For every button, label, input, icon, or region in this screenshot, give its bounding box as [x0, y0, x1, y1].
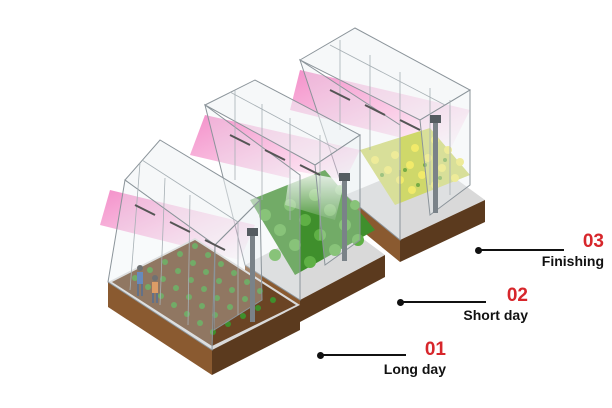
people-icon: [137, 265, 158, 303]
stage-3-pointer-dot: [475, 247, 482, 254]
stage-2-pointer-line: [402, 301, 486, 303]
support-pole: [342, 176, 347, 261]
soil-right: [300, 255, 385, 322]
support-pole: [433, 118, 438, 213]
stage-2-name: Short day: [463, 307, 528, 323]
soil-right: [212, 305, 300, 375]
stage-1-pointer-line: [322, 354, 406, 356]
stage-1-pointer-dot: [317, 352, 324, 359]
soil-right: [400, 200, 485, 262]
soil-left: [108, 282, 212, 375]
flower-bed: [360, 128, 470, 205]
stage-3-label: 03 Finishing: [541, 231, 604, 270]
support-pole: [250, 232, 255, 322]
stage-3-pointer-line: [480, 249, 564, 251]
stage-1-number: 01: [424, 339, 446, 360]
stage-3-name: Finishing: [541, 253, 604, 269]
stage-2-number: 02: [506, 285, 528, 306]
stage-1-label: 01 Long day: [383, 339, 446, 378]
stage-2-pointer-dot: [397, 299, 404, 306]
stage-1-name: Long day: [383, 361, 446, 377]
glass-side: [314, 134, 361, 266]
greenhouse-long-day: [100, 139, 300, 375]
greenhouse-short-day: [190, 79, 385, 322]
stage-2-label: 02 Short day: [463, 285, 528, 324]
stage-3-number: 03: [582, 231, 604, 252]
grow-light-glow: [190, 115, 360, 190]
